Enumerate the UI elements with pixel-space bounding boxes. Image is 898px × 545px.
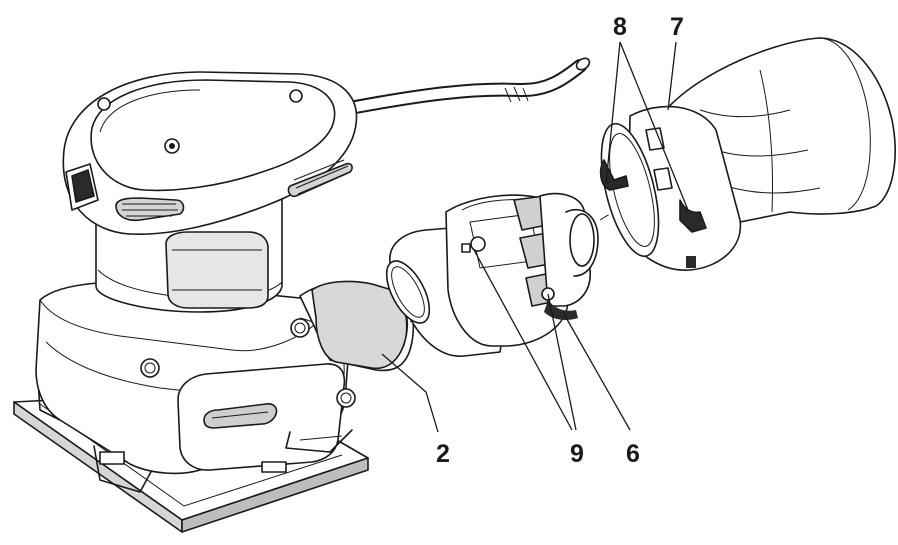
orbital-sander <box>13 57 591 533</box>
lower-housing <box>35 281 356 475</box>
power-cord <box>343 57 591 115</box>
detent-upper <box>470 236 486 252</box>
air-vents-front <box>115 197 185 222</box>
callout-9: 9 <box>570 440 584 468</box>
latch-clip-right <box>679 199 707 233</box>
callout-8: 8 <box>613 13 627 41</box>
callout-6: 6 <box>626 440 640 468</box>
top-handle <box>62 71 358 236</box>
callout-leaders <box>381 41 689 433</box>
dust-bag <box>599 37 896 271</box>
callout-7: 7 <box>670 13 684 41</box>
callout-2: 2 <box>436 440 450 468</box>
power-switch <box>65 163 99 211</box>
air-vents-right <box>287 159 353 198</box>
